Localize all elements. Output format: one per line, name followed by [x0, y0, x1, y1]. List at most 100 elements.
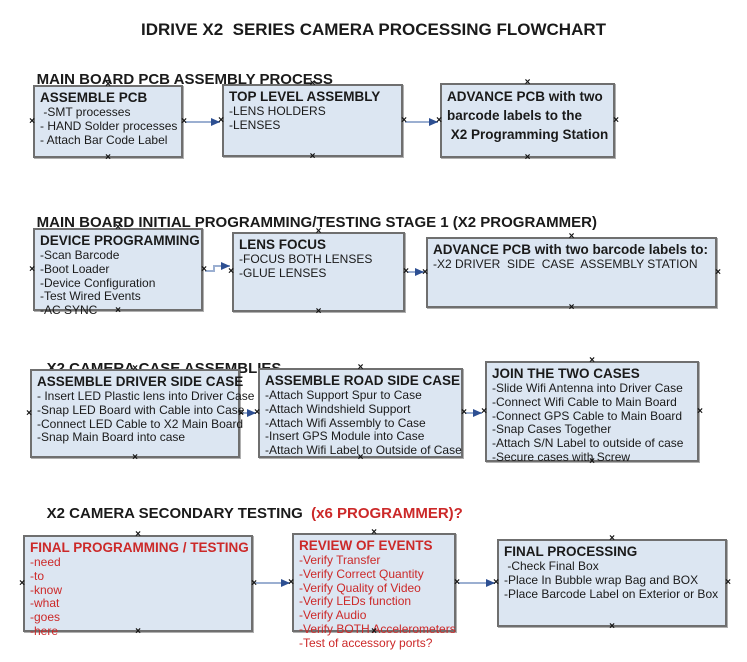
box-item: -Test Wired Events [40, 289, 141, 304]
box-item: -GLUE LENSES [239, 265, 327, 280]
connection-handle-icon: × [181, 115, 187, 127]
box-title: ADVANCE PCB with two barcode labels to: [433, 242, 709, 257]
connection-handle-icon: × [288, 576, 294, 588]
box-assemble-road-side-case[interactable]: × × × × ASSEMBLE ROAD SIDE CASE -Attach … [254, 363, 467, 463]
box-item: -Check Final Box [504, 559, 599, 573]
box-item: -Place In Bubble wrap Bag and BOX [504, 572, 699, 587]
box-item: -know [30, 582, 63, 597]
box-title: REVIEW OF EVENTS [299, 538, 433, 553]
box-item: -Connect LED Cable to X2 Main Board [37, 416, 244, 431]
connection-handle-icon: × [132, 452, 138, 463]
connection-handle-icon: × [315, 306, 322, 317]
box-title: DEVICE PROGRAMMING [40, 233, 200, 248]
connection-handle-icon: × [251, 577, 257, 589]
box-lens-focus[interactable]: × × × × LENS FOCUS -FOCUS BOTH LENSES -G… [228, 227, 409, 317]
connection-handle-icon: × [422, 266, 428, 278]
box-final-programming-testing[interactable]: × × × × FINAL PROGRAMMING / TESTING -nee… [19, 530, 257, 638]
connection-handle-icon: × [613, 114, 619, 126]
section-header-pcb-assembly: MAIN BOARD PCB ASSEMBLY PROCESS [20, 54, 333, 105]
box-final-processing[interactable]: × × × × FINAL PROCESSING -Check Final Bo… [493, 534, 731, 632]
box-item: -to [30, 568, 45, 583]
box-item: -Secure cases with Screw [492, 449, 631, 464]
box-title: ADVANCE PCB with two [447, 89, 603, 104]
box-item: -Slide Wifi Antenna into Driver Case [492, 381, 683, 395]
box-item: -need [30, 555, 61, 569]
box-title: ASSEMBLE ROAD SIDE CASE [265, 373, 461, 388]
box-title: JOIN THE TWO CASES [492, 366, 640, 381]
box-item: -Snap Cases Together [492, 422, 612, 437]
box-item: -LENS HOLDERS [229, 104, 326, 118]
connection-handle-icon: × [609, 621, 615, 632]
section-header-secondary-testing: X2 CAMERA SECONDARY TESTING (x6 PROGRAMM… [30, 488, 463, 539]
box-item: - Attach Bar Code Label [40, 132, 168, 147]
box-item: -what [30, 596, 60, 611]
connector-arrow [205, 262, 230, 272]
connection-handle-icon: × [725, 577, 731, 588]
box-item: -Verify Transfer [299, 553, 381, 567]
box-item: -X2 DRIVER SIDE CASE ASSEMBLY STATION [433, 257, 698, 271]
connection-handle-icon: × [481, 405, 487, 417]
connection-handle-icon: × [461, 407, 467, 418]
box-review-of-events[interactable]: × × × × REVIEW OF EVENTS -Verify Transfe… [288, 528, 460, 650]
box-advance-pcb-driver-side-station[interactable]: × × × × ADVANCE PCB with two barcode lab… [422, 232, 721, 313]
connection-handle-icon: × [403, 266, 409, 277]
box-item: - Insert LED Plastic lens into Driver Ca… [37, 389, 255, 403]
connection-handle-icon: × [29, 263, 35, 275]
box-item: -LENSES [229, 117, 281, 132]
connection-handle-icon: × [715, 266, 721, 278]
box-item: -Verify LEDs function [299, 594, 412, 609]
box-item: -Snap Main Board into case [37, 430, 186, 445]
connection-handle-icon: × [697, 405, 703, 417]
connection-handle-icon: × [105, 152, 111, 163]
box-item: -Connect Wifi Cable to Main Board [492, 394, 677, 409]
connection-handle-icon: × [218, 114, 224, 126]
box-item: -here [30, 623, 59, 638]
box-item: -SMT processes [40, 105, 131, 119]
box-assemble-pcb[interactable]: × × × × ASSEMBLE PCB -SMT processes - HA… [29, 80, 187, 163]
box-item: -FOCUS BOTH LENSES [239, 252, 373, 266]
connection-handle-icon: × [524, 152, 531, 163]
box-device-programming[interactable]: × × × × DEVICE PROGRAMMING -Scan Barcode… [29, 223, 207, 317]
connection-handle-icon: × [201, 263, 207, 275]
box-item: -AC SYNC [40, 303, 98, 318]
connection-handle-icon: × [401, 114, 407, 126]
section-header-label: X2 CAMERA SECONDARY TESTING [46, 505, 303, 522]
section-header-label: MAIN BOARD PCB ASSEMBLY PROCESS [36, 71, 333, 88]
connection-handle-icon: × [29, 115, 35, 127]
page-title: IDRIVE X2 SERIES CAMERA PROCESSING FLOWC… [140, 20, 607, 39]
box-title: LENS FOCUS [239, 237, 327, 252]
box-item: -goes [30, 610, 61, 625]
connection-handle-icon: × [568, 302, 575, 313]
box-item: -Device Configuration [40, 275, 156, 290]
box-item: -Snap LED Board with Cable into Case [37, 402, 245, 417]
box-item: -Attach Wifi Label to Outside of Case [265, 443, 462, 458]
box-item: -Verify BOTH Accelerometers [299, 621, 456, 636]
connection-handle-icon: × [309, 151, 316, 162]
box-item: -Connect GPS Cable to Main Board [492, 408, 683, 423]
box-title: FINAL PROCESSING [504, 544, 638, 559]
connection-handle-icon: × [454, 576, 460, 588]
box-advance-pcb-programming-station[interactable]: × × × × ADVANCE PCB with two barcode lab… [436, 78, 619, 163]
box-item: -Boot Loader [40, 261, 110, 276]
box-top-level-assembly[interactable]: × × × × TOP LEVEL ASSEMBLY -LENS HOLDERS… [218, 79, 407, 162]
connection-handle-icon: × [26, 407, 32, 419]
box-item: -Verify Correct Quantity [299, 566, 424, 581]
box-title: ASSEMBLE PCB [40, 90, 148, 105]
connection-handle-icon: × [493, 577, 499, 588]
box-item: - HAND Solder processes [40, 118, 178, 133]
section-header-red-label: (x6 PROGRAMMER)? [302, 505, 463, 522]
connection-handle-icon: × [436, 114, 442, 126]
box-title: ASSEMBLE DRIVER SIDE CASE [37, 374, 244, 389]
box-item: -Scan Barcode [40, 248, 120, 262]
box-title: FINAL PROGRAMMING / TESTING [30, 540, 249, 555]
connection-handle-icon: × [228, 266, 234, 277]
connection-handle-icon: × [19, 577, 25, 589]
section-header-label: MAIN BOARD INITIAL PROGRAMMING/TESTING S… [36, 214, 597, 231]
box-item: -Test of accessory ports? [299, 635, 433, 650]
box-item: -Attach Wifi Assembly to Case [265, 415, 426, 430]
box-item: -Attach S/N Label to outside of case [492, 436, 684, 451]
box-join-the-two-cases[interactable]: × × × × JOIN THE TWO CASES -Slide Wifi A… [481, 356, 703, 467]
box-assemble-driver-side-case[interactable]: × × × × ASSEMBLE DRIVER SIDE CASE - Inse… [26, 364, 255, 463]
box-item: -Place Barcode Label on Exterior or Box [504, 586, 719, 601]
